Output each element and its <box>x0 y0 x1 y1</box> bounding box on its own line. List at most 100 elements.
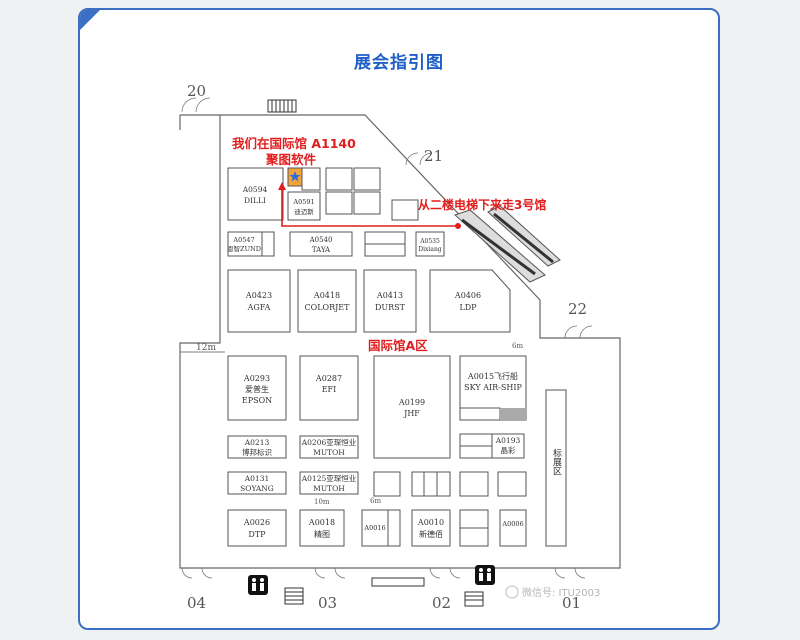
svg-text:A0213: A0213 <box>244 438 270 447</box>
escalator <box>454 205 561 283</box>
booth-a0540[interactable]: A0540 TAYA <box>289 231 353 257</box>
svg-text:MUTOH: MUTOH <box>313 448 345 457</box>
stairs-bottom-1 <box>284 587 304 605</box>
svg-text:A0413: A0413 <box>376 291 403 300</box>
svg-text:A0125亚琛恒业: A0125亚琛恒业 <box>301 473 357 483</box>
svg-text:MUTOH: MUTOH <box>313 484 345 493</box>
booth-a0010[interactable]: A0010 新德佰 <box>411 509 451 547</box>
star-icon <box>289 171 301 182</box>
svg-text:DILLI: DILLI <box>244 196 266 205</box>
svg-text:A0591: A0591 <box>292 198 314 206</box>
corridor-bottom <box>371 577 425 587</box>
svg-text:EPSON: EPSON <box>242 396 272 405</box>
booth-small-row1 <box>301 167 419 221</box>
booth-a0213[interactable]: A0213 博邦标识 <box>227 435 287 459</box>
svg-text:A0016: A0016 <box>363 524 385 532</box>
svg-text:A0535: A0535 <box>419 238 440 245</box>
svg-text:A0026: A0026 <box>243 518 270 527</box>
booth-small-lower <box>373 471 527 497</box>
svg-text:A0018: A0018 <box>308 518 335 527</box>
booth-a0026[interactable]: A0026 DTP <box>227 509 287 547</box>
svg-text:DTP: DTP <box>248 530 266 539</box>
svg-text:A0131: A0131 <box>244 474 270 483</box>
svg-text:微信号: ITU2003: 微信号: ITU2003 <box>522 586 600 599</box>
dimension-6m-top: 6m <box>512 342 523 350</box>
stairs-bottom-2 <box>464 591 484 607</box>
booth-a0591[interactable]: A0591 迪迈斯 <box>287 191 321 221</box>
svg-text:Dixiang: Dixiang <box>418 246 441 253</box>
booth-small-middle <box>459 433 493 459</box>
svg-text:博邦标识: 博邦标识 <box>242 447 272 457</box>
svg-text:A0287: A0287 <box>315 374 342 383</box>
door-arcs <box>181 97 593 579</box>
svg-text:COLORJET: COLORJET <box>305 303 351 312</box>
restroom-icon <box>475 565 495 585</box>
map-title: 展会指引图 <box>354 53 444 73</box>
booth-a0287[interactable]: A0287 EFI <box>299 355 359 421</box>
svg-text:A0006: A0006 <box>501 520 523 528</box>
booth-a0193[interactable]: A0193 晶彩 <box>491 433 525 459</box>
svg-text:A0423: A0423 <box>245 291 272 300</box>
booth-small-row2 <box>364 231 406 257</box>
hall-label: 国际馆A区 <box>368 338 428 353</box>
gate-22: 22 <box>568 300 587 318</box>
svg-text:A0293: A0293 <box>243 374 270 383</box>
booth-a0006[interactable]: A0006 <box>499 509 527 547</box>
route-arrow <box>278 182 461 229</box>
svg-text:EFI: EFI <box>322 385 337 394</box>
svg-text:SOYANG: SOYANG <box>240 484 274 493</box>
svg-text:迪迈斯: 迪迈斯 <box>294 207 314 216</box>
standard-booth-area[interactable]: 标展区 <box>545 389 567 547</box>
gate-20: 20 <box>187 82 206 100</box>
svg-text:恩智ZUND: 恩智ZUND <box>227 244 261 253</box>
booth-a0413[interactable]: A0413 DURST <box>363 269 417 333</box>
dimension-6m-bottom: 6m <box>370 497 381 505</box>
booth-a0418[interactable]: A0418 COLORJET <box>297 269 357 333</box>
svg-text:精图: 精图 <box>314 529 330 539</box>
svg-text:A0406: A0406 <box>454 291 481 300</box>
dimension-12m: 12m <box>180 343 225 353</box>
svg-text:DURST: DURST <box>375 303 406 312</box>
booth-a0015[interactable]: A0015飞行船 SKY AIR-SHIP <box>459 355 527 421</box>
gate-21: 21 <box>424 147 443 165</box>
corner-decoration <box>80 10 102 32</box>
booth-a0125[interactable]: A0125亚琛恒业 MUTOH <box>299 471 359 495</box>
booth-a0018[interactable]: A0018 精图 <box>299 509 345 547</box>
svg-text:LDP: LDP <box>459 303 477 312</box>
svg-text:A0010: A0010 <box>417 518 444 527</box>
booth-a0016[interactable]: A0016 <box>361 509 389 547</box>
svg-text:A0594: A0594 <box>242 185 268 194</box>
booth-a0594[interactable]: A0594 DILLI <box>227 167 284 221</box>
svg-text:12m: 12m <box>196 343 216 353</box>
booth-a0199[interactable]: A0199 JHF <box>373 355 451 459</box>
booth-a0535[interactable]: A0535 Dixiang <box>415 231 445 257</box>
booth-a0131[interactable]: A0131 SOYANG <box>227 471 287 495</box>
svg-text:A0206亚琛恒业: A0206亚琛恒业 <box>301 437 357 447</box>
direction-note: 从二楼电梯下来走3号馆 <box>418 197 546 212</box>
svg-text:标展区: 标展区 <box>551 447 562 475</box>
svg-text:AGFA: AGFA <box>247 303 271 312</box>
watermark: 微信号: ITU2003 <box>505 585 600 599</box>
booth-a0293[interactable]: A0293 爱普生 EPSON <box>227 355 287 421</box>
booth-a0406[interactable]: A0406 LDP <box>429 269 511 333</box>
gate-02: 02 <box>432 594 451 612</box>
booth-a0423[interactable]: A0423 AGFA <box>227 269 291 333</box>
svg-text:SKY AIR-SHIP: SKY AIR-SHIP <box>464 383 522 392</box>
stairs-top <box>267 99 297 113</box>
svg-text:A0015飞行船: A0015飞行船 <box>467 371 518 381</box>
svg-text:JHF: JHF <box>403 409 420 418</box>
dimension-10m: 10m <box>314 498 330 506</box>
booth-a0547[interactable]: A0547 恩智ZUND <box>227 231 275 257</box>
booth-a0206[interactable]: A0206亚琛恒业 MUTOH <box>299 435 359 459</box>
svg-text:A0540: A0540 <box>309 236 333 244</box>
booth-a1140-we-are-here[interactable] <box>287 167 303 187</box>
svg-text:TAYA: TAYA <box>312 246 331 254</box>
svg-text:A0418: A0418 <box>313 291 340 300</box>
svg-text:晶彩: 晶彩 <box>501 445 516 455</box>
we-are-here-label: 我们在国际馆 A1140 <box>232 136 356 151</box>
restroom-icon <box>248 575 268 595</box>
svg-text:A0193: A0193 <box>495 436 521 445</box>
gate-01: 01 <box>562 594 581 612</box>
hall-outline <box>179 114 621 569</box>
